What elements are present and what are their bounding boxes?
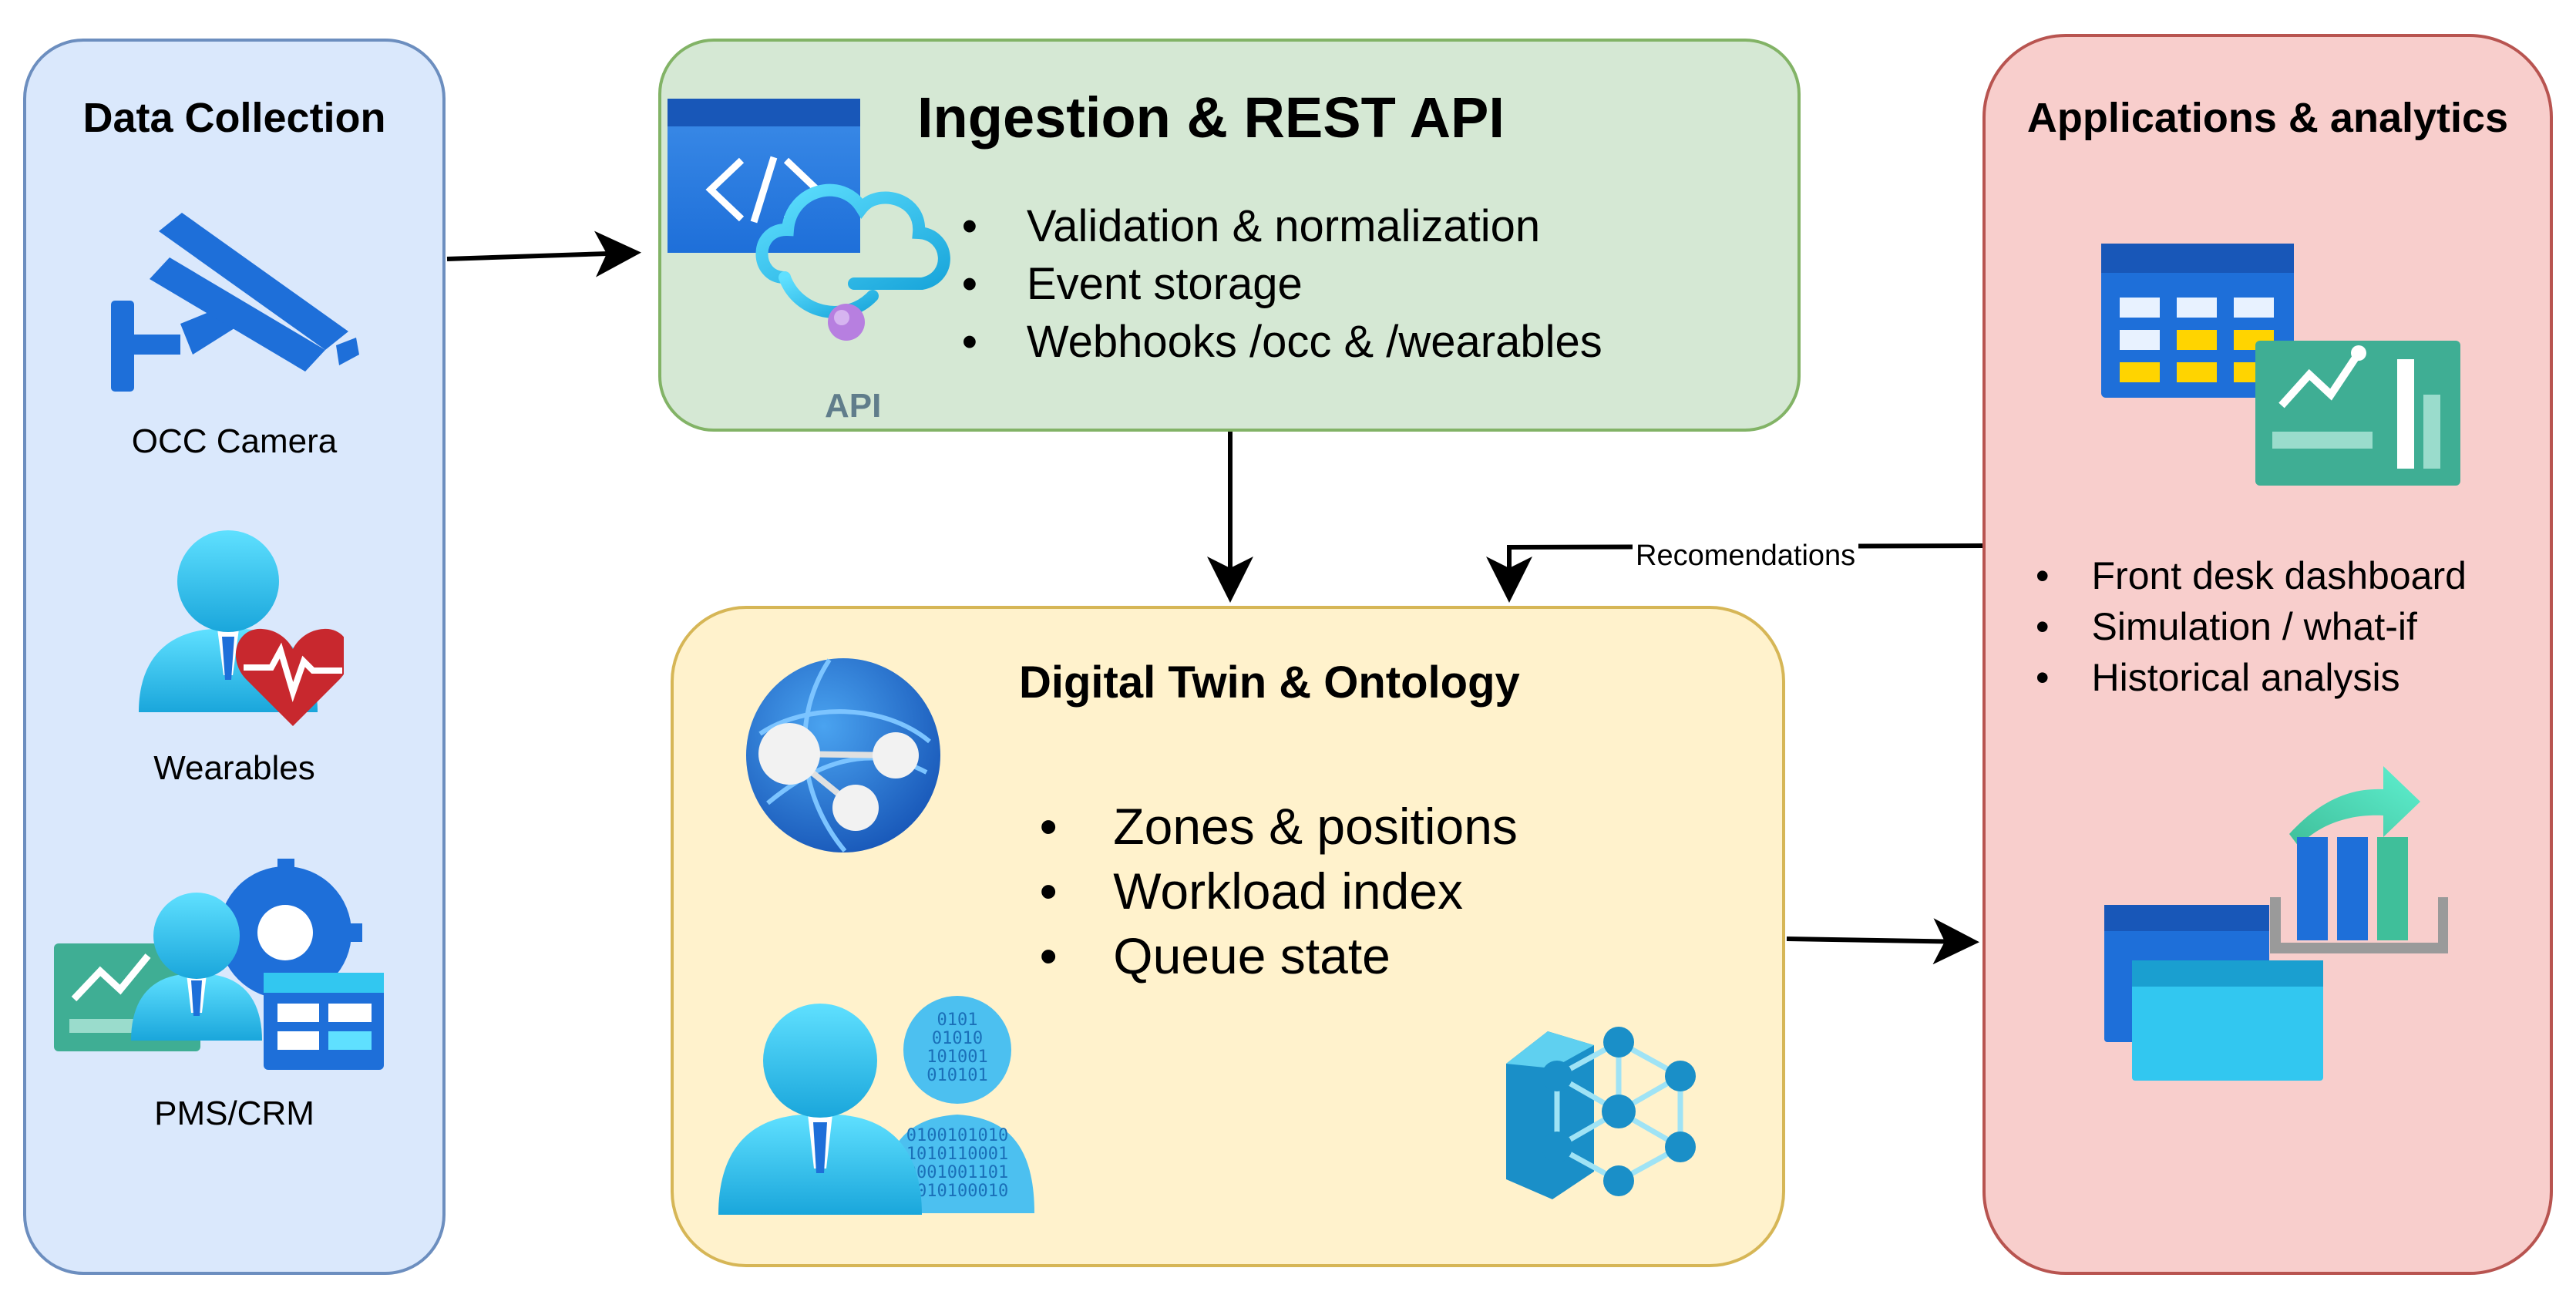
applications-title: Applications & analytics — [2026, 95, 2509, 141]
ingestion-bullet: Validation & normalization — [957, 197, 1602, 255]
svg-text:1010100010: 1010100010 — [906, 1182, 1008, 1201]
svg-text:0101: 0101 — [937, 1010, 978, 1030]
ontology-cube-icon — [1506, 1027, 1696, 1199]
twin-bullet: Workload index — [1034, 859, 1518, 923]
source-label-occ-camera: OCC Camera — [131, 422, 338, 460]
edge-collection-to-ingestion — [446, 230, 641, 277]
source-label-pms-crm: PMS/CRM — [154, 1095, 314, 1132]
api-icon-caption: API — [825, 387, 882, 425]
applications-bullet: Simulation / what-if — [2032, 601, 2467, 652]
data-collection-title: Data Collection — [82, 95, 386, 141]
svg-text:101001: 101001 — [926, 1047, 987, 1067]
ingestion-bullet: Event storage — [957, 255, 1602, 313]
user-heart-rate-icon — [139, 530, 344, 726]
digital-twin-title: Digital Twin & Ontology — [1019, 657, 1520, 708]
svg-text:010101: 010101 — [926, 1066, 987, 1085]
svg-text:0100101010: 0100101010 — [906, 1126, 1008, 1145]
user-settings-dashboard-icon — [54, 859, 384, 1070]
recommendations-edge-label: Recomendations — [1633, 540, 1859, 573]
svg-text:0001001101: 0001001101 — [906, 1163, 1008, 1182]
api-management-icon — [668, 99, 950, 341]
digital-twins-network-icon — [746, 658, 940, 852]
svg-text:1010110001: 1010110001 — [906, 1145, 1008, 1164]
user-data-icon: 0101 01010 101001 010101 0100101010 1010… — [718, 996, 1034, 1215]
source-label-wearables: Wearables — [153, 749, 315, 787]
applications-bullets: Front desk dashboard Simulation / what-i… — [2032, 550, 2467, 703]
twin-bullet: Zones & positions — [1034, 794, 1518, 859]
security-camera-icon — [111, 213, 359, 392]
applications-bullet: Historical analysis — [2032, 652, 2467, 703]
twin-bullet: Queue state — [1034, 923, 1518, 988]
applications-bullet: Front desk dashboard — [2032, 550, 2467, 601]
analytics-windows-icon — [2104, 766, 2448, 1081]
edge-twin-to-apps — [1786, 918, 1979, 965]
ingestion-bullet: Webhooks /occ & /wearables — [957, 313, 1602, 371]
twin-bullets: Zones & positions Workload index Queue s… — [1034, 794, 1518, 988]
svg-text:01010: 01010 — [932, 1029, 983, 1048]
dashboard-table-chart-icon — [2101, 244, 2460, 486]
ingestion-title: Ingestion & REST API — [917, 86, 1505, 150]
ingestion-bullets: Validation & normalization Event storage… — [957, 197, 1602, 371]
